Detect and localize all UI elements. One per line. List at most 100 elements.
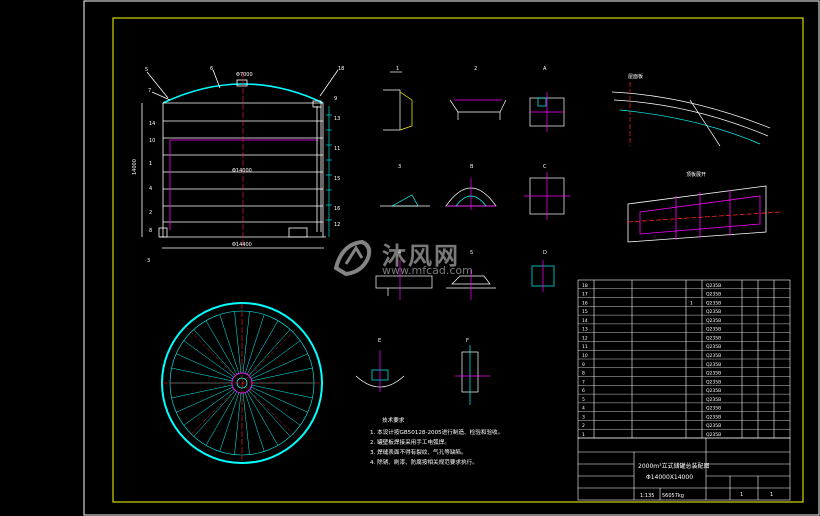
elev-num: 12 xyxy=(334,222,340,228)
roof-fan-label: 顶板展开 xyxy=(686,171,706,178)
bom-cell: Q235B xyxy=(706,327,721,333)
bom-cell: Q235B xyxy=(706,318,721,324)
elev-num: 11 xyxy=(334,146,340,152)
notes-title: 技术要求 xyxy=(382,416,405,424)
detail-label: 4 xyxy=(398,250,401,256)
bom-cell: Q235B xyxy=(706,423,721,429)
elev-num: 4 xyxy=(149,186,152,192)
bom-cell: Q235B xyxy=(706,344,721,350)
elev-num: 13 xyxy=(334,116,340,122)
bom-cell: Q235B xyxy=(706,362,721,368)
drawing-weight: 56057kg xyxy=(662,493,684,499)
drawing-sheets: 1 xyxy=(770,492,773,498)
roof-rafter xyxy=(244,314,265,374)
bom-cell: Q235B xyxy=(706,309,721,315)
elev-num: 2 xyxy=(149,210,152,216)
detail-label: 2 xyxy=(474,66,477,72)
notes-item: 3. 焊缝表面不得有裂纹、气孔等缺陷。 xyxy=(370,448,467,456)
roof-rafter xyxy=(205,391,238,446)
roof-rafter xyxy=(176,353,233,380)
roof-rafter xyxy=(251,386,308,413)
notes-item: 1. 本设计按GB50128-2005进行制造、检验和验收。 xyxy=(370,428,503,436)
elev-dim-width: Φ14000 xyxy=(232,168,252,174)
roof-rafter xyxy=(248,390,291,437)
roof-rafter xyxy=(251,367,313,382)
roof-section-label: 屋面板 xyxy=(628,73,643,80)
outer-frame xyxy=(83,0,820,516)
bom-cell: Q235B xyxy=(706,300,721,306)
bom-cell: Q235B xyxy=(706,406,721,412)
bom-cell: Q235B xyxy=(706,414,721,420)
elev-num: 16 xyxy=(334,206,340,212)
roof-plan xyxy=(161,302,323,464)
detail-label: E xyxy=(378,338,381,344)
tank-elevation xyxy=(141,69,339,249)
roof-rafter xyxy=(193,329,236,376)
bom-cell: 2 xyxy=(582,423,585,429)
bom-cell: 5 xyxy=(582,397,585,403)
bom-cell: Q235B xyxy=(706,379,721,385)
detail-label: 3 xyxy=(398,164,401,170)
roof-rafter xyxy=(183,388,235,426)
detail-label: C xyxy=(543,164,547,170)
bom-cell: 13 xyxy=(582,327,588,333)
elev-num: 7 xyxy=(148,88,151,94)
elev-num: 10 xyxy=(149,138,155,144)
bom-cell: Q235B xyxy=(706,335,721,341)
bom-cell: Q235B xyxy=(706,371,721,377)
roof-rafter xyxy=(205,320,238,375)
roof-rafter xyxy=(234,311,242,374)
roof-rafter xyxy=(246,391,279,446)
detail-label: F xyxy=(466,338,469,344)
roof-fan xyxy=(627,185,781,243)
roof-rafter xyxy=(171,367,233,382)
roof-rafter xyxy=(242,311,250,374)
detail-label: 5 xyxy=(470,250,473,256)
bom-cell: 9 xyxy=(582,362,585,368)
bom-cell: 14 xyxy=(582,318,588,324)
roof-rafter xyxy=(176,386,233,413)
elev-dim-base: Φ14400 xyxy=(232,242,252,248)
elev-num: 3 xyxy=(147,258,150,264)
drawing-title-line2: Φ14000X14000 xyxy=(646,474,693,481)
elev-dim-top: Φ7000 xyxy=(236,72,253,78)
elev-num: 6 xyxy=(210,66,213,72)
roof-rafter xyxy=(248,329,291,376)
bom-cell: 4 xyxy=(582,406,585,412)
roof-rafter xyxy=(193,390,236,437)
drawing-sheet: 1 xyxy=(740,492,743,498)
roof-rafter xyxy=(246,320,279,375)
elev-num: 9 xyxy=(334,96,337,102)
bom-cell: 15 xyxy=(582,309,588,315)
detail-views xyxy=(355,71,570,405)
elev-num: 8 xyxy=(149,228,152,234)
inner-frame xyxy=(112,17,804,503)
roof-rafter xyxy=(183,340,235,378)
bom-cell: Q235B xyxy=(706,292,721,298)
roof-rafter xyxy=(244,392,265,452)
bom-cell: 1 xyxy=(582,432,585,438)
roof-rafter xyxy=(242,392,250,455)
bom-cell: 17 xyxy=(582,292,588,298)
bom-cell: Q235B xyxy=(706,388,721,394)
bom-cell: Q235B xyxy=(706,283,721,289)
roof-rafter xyxy=(171,384,233,399)
bom-cell: 8 xyxy=(582,371,585,377)
roof-rafter xyxy=(219,314,240,374)
roof-rafter xyxy=(249,388,301,426)
roof-rafter xyxy=(251,353,308,380)
roof-section xyxy=(611,82,771,147)
bom-cell: 16 xyxy=(582,300,588,306)
roof-rafter xyxy=(219,392,240,452)
drawing-title-line1: 2000m³立式储罐总装配图 xyxy=(638,462,710,470)
bom-cell: 18 xyxy=(582,283,588,289)
bom-cell: Q235B xyxy=(706,432,721,438)
roof-rafter xyxy=(234,392,242,455)
bom-cell: 12 xyxy=(582,335,588,341)
elev-num: 15 xyxy=(334,176,340,182)
bom-cell: 1 xyxy=(690,300,693,306)
roof-rafter xyxy=(249,340,301,378)
bom-cell: 7 xyxy=(582,379,585,385)
bom-cell: 10 xyxy=(582,353,588,359)
